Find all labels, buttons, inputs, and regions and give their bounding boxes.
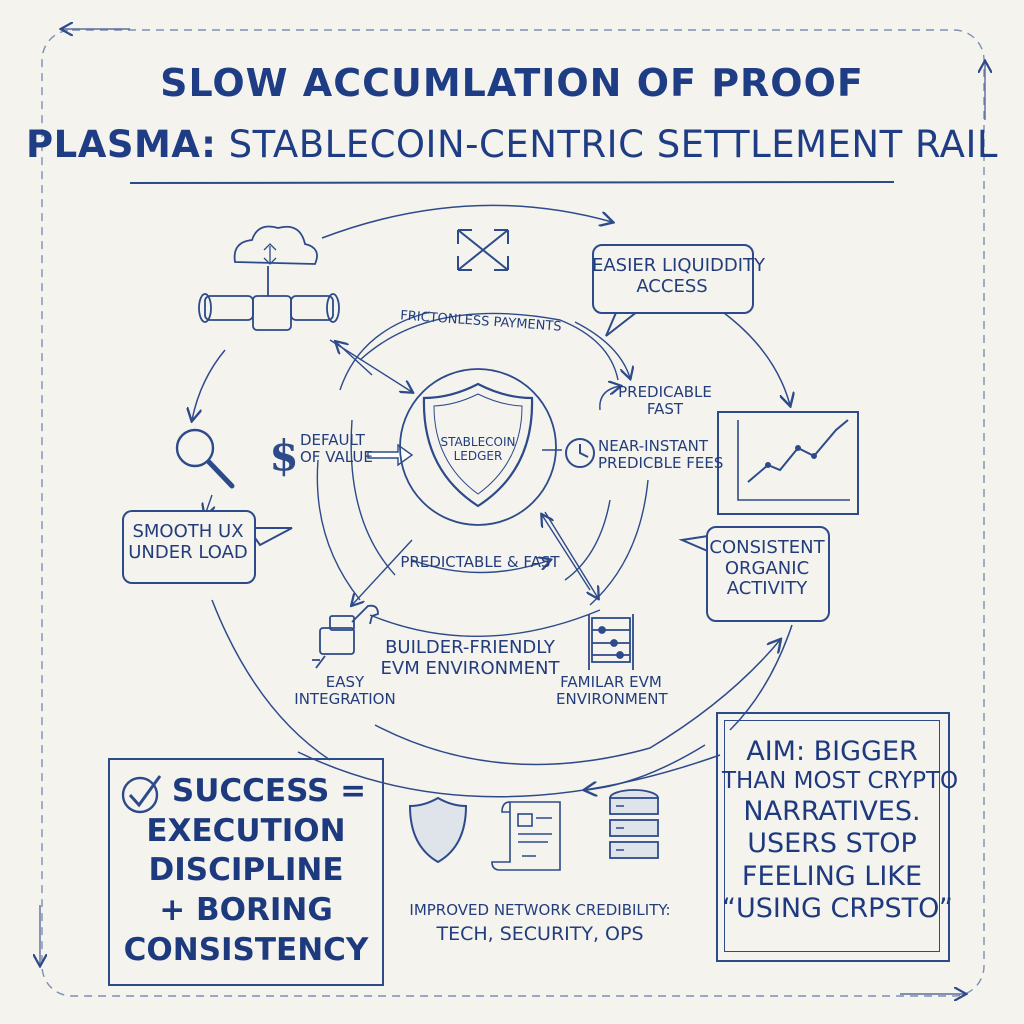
fees-label: NEAR-INSTANT PREDICBLE FEES	[598, 437, 724, 473]
success-line-1: SUCCESS =	[171, 773, 367, 809]
credibility-line-1: IMPROVED NETWORK CREDIBILITY:	[409, 901, 671, 919]
aim-text: AIM: BIGGER THAN MOST CRYPTO NARRATIVES.…	[722, 736, 959, 926]
predicable-fast-label: PREDICABLE FAST	[610, 383, 720, 419]
predicable-line-1: PREDICABLE	[618, 383, 712, 401]
title-line-1: SLOW ACCUMLATION OF PROOF	[160, 61, 864, 105]
title-plasma: PLASMA:	[26, 123, 217, 166]
bubble-smooth-ux	[122, 510, 256, 584]
builder-line-2: EVM ENVIRONMENT	[380, 657, 560, 679]
organic-line-3: ACTIVITY	[726, 578, 808, 600]
arc-bottom-outer	[297, 751, 721, 798]
familiar-line-2: ENVIRONMENT	[556, 690, 668, 709]
predicable-line-2: FAST	[646, 400, 684, 419]
aim-line-5: FEELING LIKE	[741, 860, 923, 892]
builder-line-1: BUILDER-FRIENDLY	[385, 637, 555, 658]
fees-line-2: PREDICBLE FEES	[598, 454, 724, 473]
inner-rings	[316, 311, 649, 637]
aim-line-4: USERS STOP	[747, 828, 917, 860]
document-icon	[491, 801, 561, 871]
ledger-line-1: STABLECOIN	[440, 435, 516, 449]
smooth-line-2: UNDER LOAD	[128, 541, 248, 563]
crossed-arrows-icon	[457, 229, 509, 271]
checkmark-icon	[121, 775, 162, 814]
default-line-2: OF VALUE	[300, 448, 373, 467]
default-line-1: DEFAULT	[300, 431, 365, 449]
server-stack-icon	[609, 789, 659, 859]
default-value-label: DEFAULT OF VALUE	[300, 431, 376, 467]
aim-line-6: “USING CRPSTO”	[722, 893, 953, 925]
aim-box	[716, 712, 950, 962]
bubble-smooth-ux-text: SMOOTH UX UNDER LOAD	[122, 521, 254, 563]
familiar-line-1: FAMILAR EVM	[560, 673, 662, 691]
success-line-5: CONSISTENCY	[123, 931, 369, 968]
success-text: SUCCESS = EXECUTION DISCIPLINE + BORING …	[118, 772, 374, 970]
integration-icon	[312, 604, 379, 669]
arc-top-right	[719, 309, 790, 405]
dollar-icon: $	[269, 431, 298, 480]
easy-integration-label: EASY INTEGRATION	[290, 673, 400, 709]
smooth-line-1: SMOOTH UX	[132, 521, 244, 542]
bubble-liquidity	[592, 244, 754, 314]
arc-top	[321, 204, 612, 239]
credibility-text: IMPROVED NETWORK CREDIBILITY: TECH, SECU…	[400, 900, 680, 948]
arc-right-down	[585, 744, 706, 790]
bubble-liquidity-text: EASIER LIQUIDDITY ACCESS	[592, 255, 766, 297]
arrow-center-pipe	[336, 342, 373, 376]
aim-line-1: AIM: BIGGER	[746, 736, 918, 767]
easy-line-1: EASY	[325, 673, 365, 691]
clock-icon	[565, 438, 595, 468]
aim-box-inner	[724, 720, 940, 952]
success-box	[108, 758, 384, 986]
arc-left-down	[192, 349, 226, 420]
ledger-line-2: LEDGER	[453, 448, 503, 463]
title-underline	[129, 181, 895, 184]
liquidity-line-2: ACCESS	[636, 275, 708, 297]
abacus-icon	[588, 614, 634, 670]
aim-line-2: THAN MOST CRYPTO	[722, 768, 959, 795]
security-shield-icon	[408, 796, 468, 864]
magnifier-icon	[175, 428, 235, 489]
title-line-2: PLASMA: STABLECOIN-CENTRIC SETTLEMENT RA…	[0, 123, 1024, 167]
ledger-label: STABLECOIN LEDGER	[428, 435, 528, 464]
outer-frame	[41, 29, 985, 997]
bubble-organic-text: CONSISTENT ORGANIC ACTIVITY	[706, 537, 828, 600]
arrow-fast-out	[599, 386, 620, 411]
arrow-familiar-center	[542, 515, 591, 591]
predictable-arc-label: PREDICTABLE & FAST	[400, 553, 560, 571]
organic-line-1: CONSISTENT	[709, 537, 825, 558]
cloud-pipe-icon	[198, 225, 340, 331]
title-line-2-rest: STABLECOIN-CENTRIC SETTLEMENT RAIL	[216, 123, 998, 166]
success-line-2: EXECUTION	[146, 812, 346, 849]
easy-line-2: INTEGRATION	[294, 690, 396, 709]
line-chart-icon	[717, 411, 859, 515]
arc-left	[211, 599, 331, 761]
organic-line-2: ORGANIC	[724, 557, 810, 579]
success-line-3: DISCIPLINE	[148, 852, 344, 889]
arc-bottom	[374, 640, 780, 766]
bubble-tails	[246, 307, 712, 554]
familiar-evm-label: FAMILAR EVM ENVIRONMENT	[556, 673, 668, 709]
builder-label: BUILDER-FRIENDLY EVM ENVIRONMENT	[380, 637, 560, 679]
bubble-organic	[706, 526, 830, 622]
aim-line-3: NARRATIVES.	[743, 795, 921, 827]
liquidity-line-1: EASIER LIQUIDDITY	[592, 255, 766, 276]
fees-line-1: NEAR-INSTANT	[598, 437, 708, 455]
shield-icon	[422, 382, 534, 508]
success-line-4: + BORING	[159, 892, 333, 929]
arrow-center-easy	[352, 539, 413, 605]
ledger-ring	[399, 368, 557, 526]
credibility-line-2: TECH, SECURITY, OPS	[436, 923, 644, 945]
